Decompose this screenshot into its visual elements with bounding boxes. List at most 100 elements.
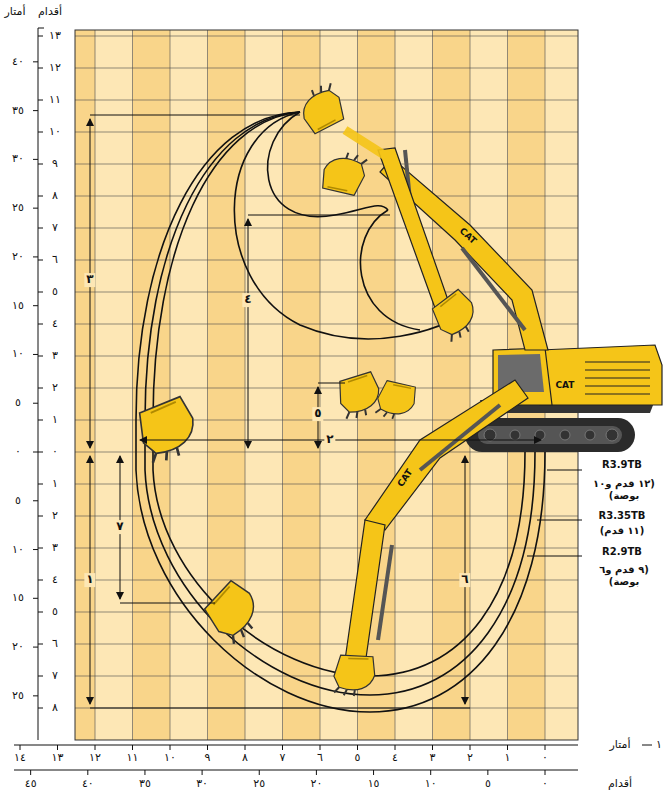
axis-tick — [38, 196, 43, 197]
grid-line — [282, 30, 283, 740]
callout-number: ٣ — [84, 273, 95, 287]
axis-label: ٢٥ — [253, 778, 265, 791]
axis-label: ١ — [656, 739, 662, 752]
axis-label: ٣ — [52, 542, 58, 555]
axis-label: ٦ — [52, 638, 58, 651]
axis-title: أمتار — [5, 6, 26, 19]
axis-line — [14, 745, 578, 746]
axis-tick — [202, 770, 203, 775]
axis-tick — [38, 612, 43, 613]
axis-label: ٩ — [52, 158, 58, 171]
grid-line — [75, 644, 578, 645]
axis-tick — [30, 770, 31, 775]
axis-tick — [33, 598, 38, 599]
axis-label: ٥ — [52, 286, 58, 299]
axis-tick — [33, 256, 38, 257]
axis-label: ٣٠ — [12, 153, 24, 166]
grid-column — [133, 30, 171, 740]
grid-column — [283, 30, 321, 740]
axis-title: أمتار — [610, 739, 631, 752]
grid-line — [75, 68, 578, 69]
axis-tick — [357, 745, 358, 750]
bucket-size-label: R3.9TB — [602, 459, 642, 471]
grid-line — [95, 30, 96, 740]
axis-line — [642, 745, 652, 746]
grid-line — [75, 612, 578, 613]
axis-label: ٧ — [52, 670, 58, 683]
axis-label: ٣٥ — [12, 104, 24, 117]
axis-tick — [38, 452, 43, 453]
axis-label: ٦ — [317, 752, 323, 765]
axis-tick — [38, 484, 43, 485]
axis-label: ٥ — [15, 494, 21, 507]
axis-label: ٤٠ — [12, 56, 24, 69]
axis-label: ٤٥ — [25, 778, 37, 791]
axis-tick — [432, 745, 433, 750]
logo-text: CAT — [395, 467, 414, 489]
axis-tick — [316, 770, 317, 775]
reach-envelope — [136, 112, 545, 712]
axis-tick — [38, 228, 43, 229]
logo-text: CAT — [555, 380, 574, 390]
bucket-size-label: R3.35TB — [599, 510, 646, 522]
grid-line — [75, 548, 578, 549]
axis-tick — [38, 292, 43, 293]
axis-tick — [38, 260, 43, 261]
axis-label: ٥ — [485, 778, 491, 791]
grid-line — [75, 708, 578, 709]
callout-number: ٢ — [324, 433, 335, 447]
grid-column — [75, 30, 95, 740]
axis-label: ١٠ — [12, 543, 24, 556]
axis-label: ٤٠ — [82, 778, 94, 791]
axis-tick — [87, 770, 88, 775]
axis-tick — [38, 644, 43, 645]
axis-label: ٤ — [392, 752, 398, 765]
grid-line — [75, 292, 578, 293]
grid-column — [170, 30, 208, 740]
axis-tick — [545, 745, 546, 750]
dimension-line — [90, 115, 541, 708]
axis-tick — [38, 388, 43, 389]
axis-tick — [33, 549, 38, 550]
axis-label: ١٢ — [49, 62, 61, 75]
callout-number: ٧ — [114, 520, 125, 534]
axis-tick — [430, 770, 431, 775]
axis-label: ١٠ — [12, 348, 24, 361]
callout-number: ٦ — [459, 573, 470, 587]
axis-label: ٥ — [355, 752, 361, 765]
axis-label: ٥ — [15, 397, 21, 410]
axis-line — [38, 28, 44, 29]
axis-tick — [38, 324, 43, 325]
axis-tick — [207, 745, 208, 750]
axis-label: ٠ — [52, 446, 58, 459]
axis-tick — [33, 500, 38, 501]
axis-tick — [33, 647, 38, 648]
callout-number: ٤ — [242, 293, 253, 307]
chart-frame — [75, 30, 578, 740]
axis-tick — [373, 770, 374, 775]
bucket-size-label: (١٢ قدم و١٠ بوصة) — [588, 478, 660, 501]
axis-label: ١٣ — [49, 30, 61, 43]
axis-label: ٢٥ — [12, 690, 24, 703]
axis-label: ١٥ — [12, 299, 24, 312]
callout-number: ١ — [84, 573, 95, 587]
excavator — [134, 81, 662, 700]
axis-tick — [144, 770, 145, 775]
axis-tick — [320, 745, 321, 750]
axis-tick — [132, 745, 133, 750]
axis-tick — [33, 61, 38, 62]
axis-label: ٢٥ — [12, 202, 24, 215]
axis-tick — [38, 516, 43, 517]
axis-label: ١٥ — [12, 592, 24, 605]
axis-label: ٢ — [52, 382, 58, 395]
axis-label: ١ — [52, 414, 58, 427]
axis-tick — [38, 676, 43, 677]
axis-label: ٤ — [52, 318, 58, 331]
axis-label: ٧ — [280, 752, 286, 765]
axis-tick — [395, 745, 396, 750]
axis-tick — [38, 356, 43, 357]
axis-label: ١ — [505, 752, 511, 765]
axis-label: ٢٠ — [310, 778, 322, 791]
axis-tick — [20, 745, 21, 750]
